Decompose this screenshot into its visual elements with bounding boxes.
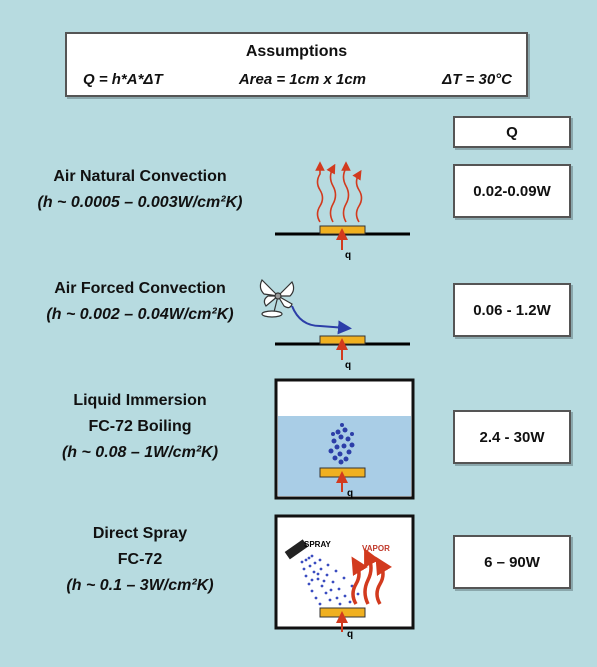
direct-spray-label: Direct Spray FC-72 (h ~ 0.1 – 3W/cm²K) [5, 521, 275, 599]
forced-convection-label: Air Forced Convection (h ~ 0.002 – 0.04W… [5, 276, 275, 328]
heat-flux-label: q [347, 488, 353, 499]
delta-t-text: ΔT = 30°C [442, 71, 512, 88]
q-value-forced: 0.06 - 1.2W [453, 283, 571, 337]
heater-chip [319, 607, 366, 618]
q-header: Q [453, 116, 571, 148]
spray-nozzle [284, 539, 308, 560]
row-name-2: FC-72 [117, 551, 163, 568]
q-value-natural: 0.02-0.09W [453, 164, 571, 218]
row-name: Air Forced Convection [54, 280, 226, 297]
heat-flux-label: q [345, 250, 351, 261]
row-h-range: (h ~ 0.08 – 1W/cm²K) [61, 444, 219, 461]
liquid-immersion-diagram: q [274, 378, 415, 500]
natural-convection-label: Air Natural Convection (h ~ 0.0005 – 0.0… [5, 164, 275, 216]
vapor-arrows [351, 548, 393, 605]
spray-label: SPRAY [304, 540, 331, 549]
boiling-bubbles [328, 423, 355, 465]
fan-icon [259, 278, 295, 318]
q-value-immersion: 2.4 - 30W [453, 410, 571, 464]
row-name: Air Natural Convection [53, 168, 227, 185]
vapor-label: VAPOR [362, 544, 390, 553]
liquid-immersion-label: Liquid Immersion FC-72 Boiling (h ~ 0.08… [5, 388, 275, 466]
row-h-range: (h ~ 0.0005 – 0.003W/cm²K) [37, 194, 243, 211]
heater-chip [319, 467, 366, 478]
heater-chip [319, 335, 366, 345]
heat-flux-label: q [347, 629, 353, 640]
natural-convection-diagram: q [275, 161, 410, 261]
row-h-range: (h ~ 0.1 – 3W/cm²K) [66, 577, 214, 594]
heat-flux-label: q [345, 360, 351, 371]
row-h-range: (h ~ 0.002 – 0.04W/cm²K) [46, 306, 234, 323]
formula-text: Q = h*A*ΔT [83, 71, 163, 88]
airflow-arrow [291, 305, 352, 335]
area-text: Area = 1cm x 1cm [238, 71, 366, 88]
row-name: Direct Spray [92, 525, 188, 542]
direct-spray-diagram: q SPRAY VAPOR [274, 514, 415, 640]
assumptions-box: Assumptions Q = h*A*ΔT Area = 1cm x 1cm … [65, 32, 528, 97]
spray-droplets [300, 554, 360, 606]
heater-chip [319, 225, 366, 235]
row-name: Liquid Immersion [73, 392, 207, 409]
row-name-2: FC-72 Boiling [88, 418, 192, 435]
assumptions-row: Q = h*A*ΔT Area = 1cm x 1cm ΔT = 30°C [83, 71, 512, 88]
forced-convection-diagram: q [259, 278, 410, 371]
q-value-spray: 6 – 90W [453, 535, 571, 589]
rising-air-arrows [315, 161, 363, 223]
assumptions-title: Assumptions [245, 43, 348, 60]
